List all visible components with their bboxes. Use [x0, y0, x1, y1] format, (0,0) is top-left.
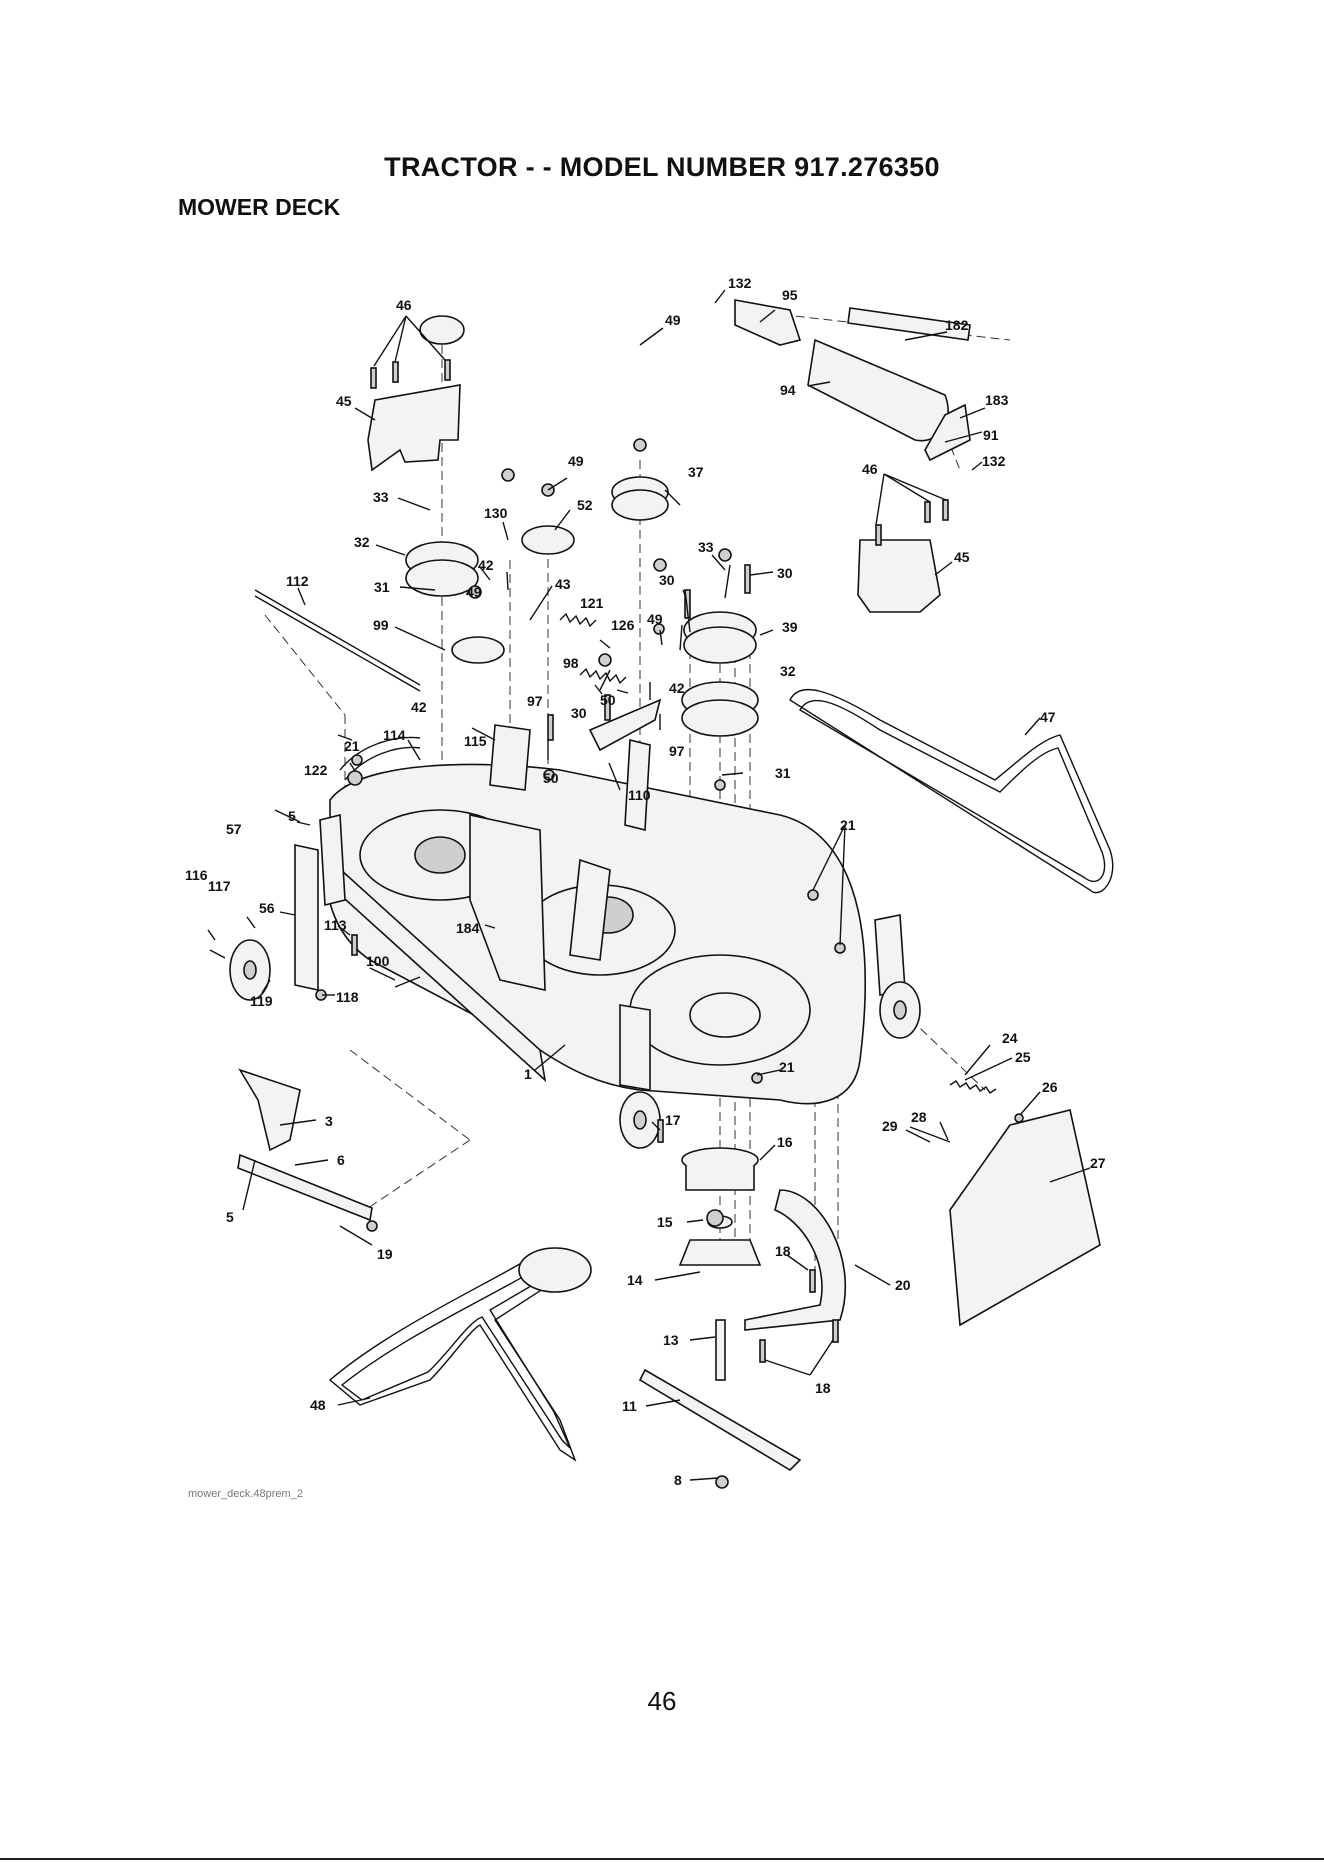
rods-and-brackets	[237, 299, 971, 1222]
callout-52: 52	[577, 497, 593, 513]
callout-18: 18	[815, 1380, 831, 1396]
page-number: 46	[647, 1686, 677, 1716]
drive-belts	[328, 688, 1114, 1462]
callout-14: 14	[627, 1272, 643, 1288]
callout-26: 26	[1042, 1079, 1058, 1095]
baffle-and-deflector	[744, 1109, 1101, 1331]
callout-42: 42	[478, 557, 494, 573]
callout-21: 21	[779, 1059, 795, 1075]
callout-91: 91	[983, 427, 999, 443]
callout-110: 110	[628, 787, 651, 803]
callout-182: 182	[945, 317, 969, 333]
callout-122: 122	[304, 762, 328, 778]
callout-49: 49	[665, 312, 681, 328]
callout-11: 11	[622, 1398, 637, 1414]
callout-57: 57	[226, 821, 242, 837]
callout-121: 121	[580, 595, 604, 611]
callout-8: 8	[674, 1472, 682, 1488]
callout-119: 119	[250, 993, 273, 1009]
callout-115: 115	[464, 733, 487, 749]
callout-42: 42	[411, 699, 427, 715]
callout-132: 132	[982, 453, 1006, 469]
callout-19: 19	[377, 1246, 393, 1262]
callout-126: 126	[611, 617, 635, 633]
belt-guards	[367, 384, 941, 613]
callout-49: 49	[647, 611, 663, 627]
page-title: TRACTOR - - MODEL NUMBER 917.276350	[384, 152, 940, 182]
callout-47: 47	[1040, 709, 1056, 725]
callout-37: 37	[688, 464, 704, 480]
callout-3: 3	[325, 1113, 333, 1129]
callout-118: 118	[336, 989, 359, 1005]
blade-spindle-assembly	[638, 1147, 802, 1472]
diagram-file-label: mower_deck.48prem_2	[188, 1488, 303, 1500]
callout-114: 114	[383, 727, 406, 743]
callout-24: 24	[1002, 1030, 1018, 1046]
callout-30: 30	[777, 565, 793, 581]
section-subtitle: MOWER DECK	[178, 194, 341, 220]
springs	[559, 612, 997, 1094]
callout-20: 20	[895, 1277, 911, 1293]
callout-27: 27	[1090, 1155, 1106, 1171]
page-bottom-rule	[0, 1858, 1324, 1860]
callout-117: 117	[208, 878, 231, 894]
callout-21: 21	[344, 738, 360, 754]
callout-132: 132	[728, 275, 752, 291]
callout-13: 13	[663, 1332, 679, 1348]
callout-99: 99	[373, 617, 389, 633]
callout-33: 33	[698, 539, 714, 555]
callout-50: 50	[600, 692, 616, 708]
callout-98: 98	[563, 655, 579, 671]
callout-97: 97	[669, 743, 685, 759]
callout-6: 6	[337, 1152, 345, 1168]
callout-113: 113	[324, 917, 347, 933]
callout-32: 32	[780, 663, 796, 679]
callout-94: 94	[780, 382, 796, 398]
gauge-wheels	[229, 939, 921, 1149]
callout-49: 49	[568, 453, 584, 469]
callout-48: 48	[310, 1397, 326, 1413]
callout-45: 45	[954, 549, 970, 565]
callout-15: 15	[657, 1214, 673, 1230]
callout-97: 97	[527, 693, 543, 709]
callout-184: 184	[456, 920, 480, 936]
callout-43: 43	[555, 576, 571, 592]
callout-32: 32	[354, 534, 370, 550]
callout-30: 30	[571, 705, 587, 721]
callout-31: 31	[775, 765, 791, 781]
callout-46: 46	[396, 297, 412, 313]
callout-16: 16	[777, 1134, 793, 1150]
callout-31: 31	[374, 579, 390, 595]
callout-33: 33	[373, 489, 389, 505]
callout-17: 17	[665, 1112, 681, 1128]
callout-100: 100	[366, 953, 390, 969]
callout-18: 18	[775, 1243, 791, 1259]
callout-42: 42	[669, 680, 685, 696]
callout-45: 45	[336, 393, 352, 409]
callout-39: 39	[782, 619, 798, 635]
callout-25: 25	[1015, 1049, 1031, 1065]
callout-5: 5	[288, 808, 296, 824]
callout-1: 1	[524, 1066, 532, 1082]
pulleys	[405, 315, 759, 737]
callout-95: 95	[782, 287, 798, 303]
callout-112: 112	[286, 573, 309, 589]
callout-29: 29	[882, 1118, 898, 1134]
mower-deck-housing	[319, 763, 906, 1105]
callout-116: 116	[185, 867, 208, 883]
callout-30: 30	[659, 572, 675, 588]
callout-28: 28	[911, 1109, 927, 1125]
callout-5: 5	[226, 1209, 234, 1225]
callout-50: 50	[543, 770, 559, 786]
callout-56: 56	[259, 900, 275, 916]
leader-lines	[207, 289, 1091, 1481]
callout-46: 46	[862, 461, 878, 477]
callout-183: 183	[985, 392, 1009, 408]
callout-labels: 46 45 33 32 31 112 99 130 42 49 49 52 43…	[185, 275, 1106, 1488]
callout-49: 49	[466, 584, 482, 600]
callout-21: 21	[840, 817, 856, 833]
callout-130: 130	[484, 505, 508, 521]
